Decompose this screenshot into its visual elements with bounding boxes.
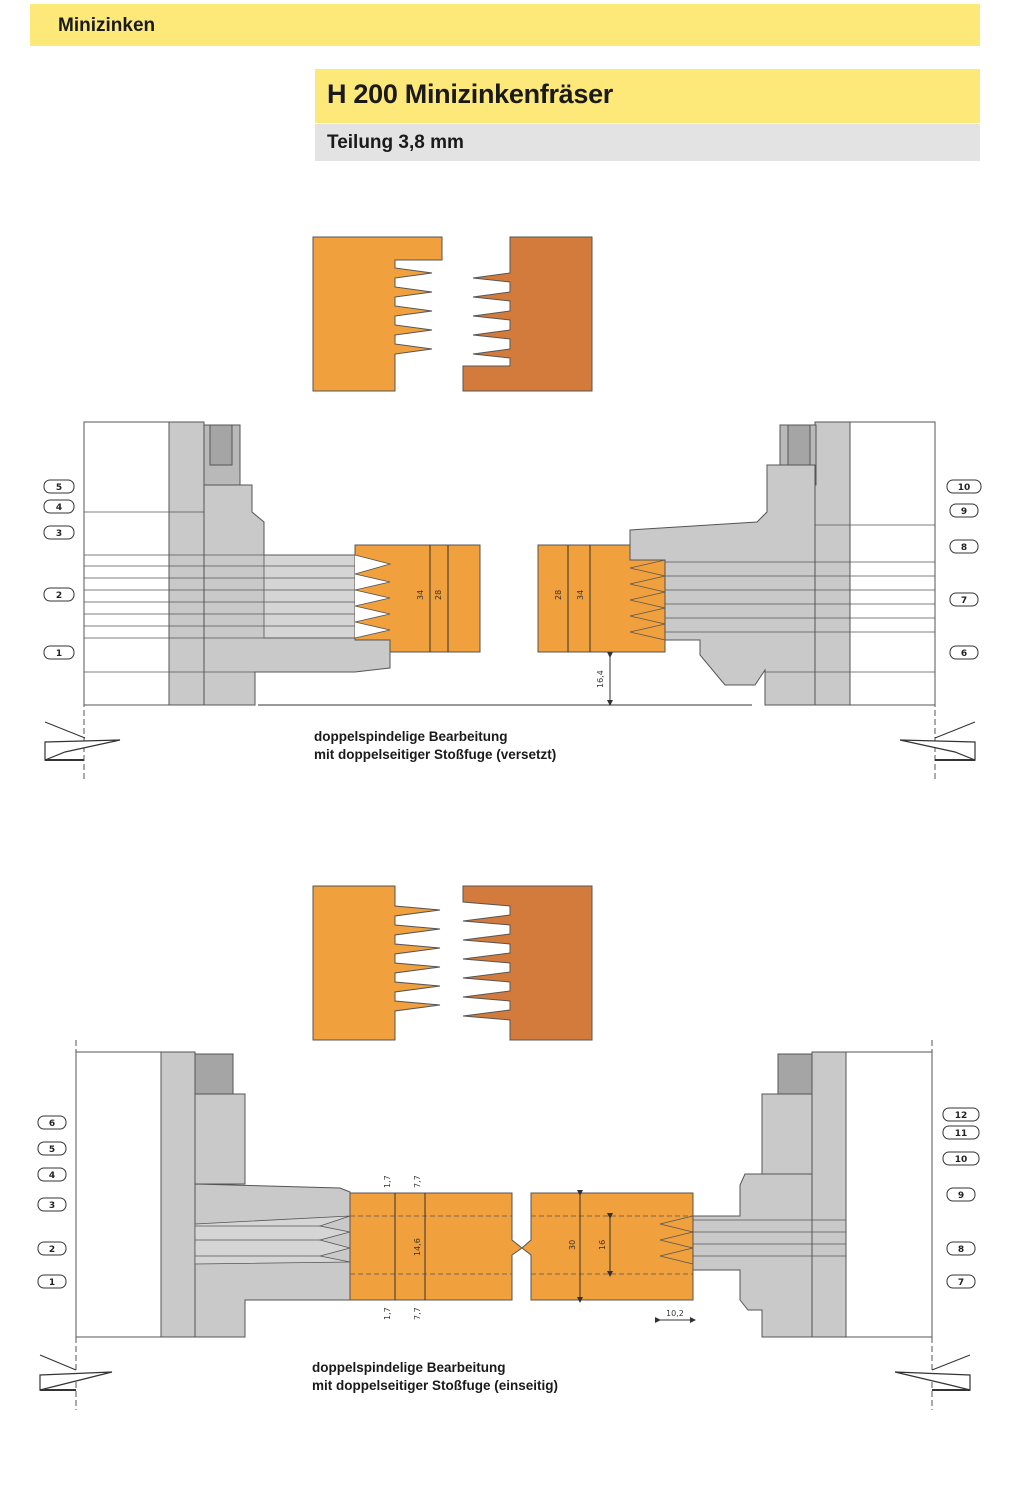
dim-gap: 16,4 (596, 670, 605, 688)
product-title-bar: H 200 Minizinkenfräser (315, 69, 980, 123)
svg-text:6: 6 (49, 1119, 55, 1129)
svg-text:7: 7 (961, 596, 967, 606)
product-title: H 200 Minizinkenfräser (327, 79, 614, 109)
dim-7-7-top: 7,7 (413, 1175, 422, 1188)
badge2-right-10: 10 (942, 1151, 980, 1166)
svg-text:6: 6 (961, 649, 967, 659)
badge2-left-6: 6 (37, 1115, 67, 1130)
svg-text:1: 1 (49, 1278, 55, 1288)
figure1-caption-line1: doppelspindelige Bearbeitung (314, 729, 508, 744)
figure2-tool-right (692, 1040, 971, 1410)
badge-left-4: 4 (43, 499, 75, 514)
dim-1-7-bottom: 1,7 (383, 1307, 392, 1320)
badge2-left-5: 5 (37, 1141, 67, 1156)
svg-text:12: 12 (955, 1111, 968, 1121)
badge2-left-1: 1 (37, 1274, 67, 1289)
dim-28-right: 28 (554, 590, 563, 600)
workpiece2-right-dark (462, 885, 593, 1041)
figure2-workpieces-section: 1,7 7,7 14,6 1,7 7,7 30 16 10,2 (349, 1175, 696, 1323)
svg-text:3: 3 (49, 1201, 55, 1211)
svg-text:9: 9 (961, 507, 967, 517)
svg-text:8: 8 (961, 543, 967, 553)
svg-text:1: 1 (56, 649, 62, 659)
badge2-right-9: 9 (946, 1187, 976, 1202)
figure1-caption-line2: mit doppelseitiger Stoßfuge (versetzt) (314, 747, 557, 762)
product-subtitle-bar: Teilung 3,8 mm (315, 124, 980, 161)
dim-1-7-top: 1,7 (383, 1175, 392, 1188)
badge-right-7: 7 (949, 592, 979, 607)
badge2-left-2: 2 (37, 1241, 67, 1256)
category-bar: Minizinken (30, 4, 980, 46)
badge2-right-8: 8 (946, 1241, 976, 1256)
badge-left-3: 3 (43, 525, 75, 540)
svg-text:4: 4 (49, 1171, 55, 1181)
figure2-caption: doppelspindelige Bearbeitung mit doppels… (312, 1359, 558, 1395)
badge-right-8: 8 (949, 539, 979, 554)
category-label: Minizinken (58, 15, 156, 36)
dim-34-left: 34 (416, 590, 425, 600)
svg-text:7: 7 (958, 1278, 964, 1288)
figure2-tool-left (39, 1040, 352, 1410)
figure2-caption-line1: doppelspindelige Bearbeitung (312, 1360, 506, 1375)
svg-text:2: 2 (49, 1245, 55, 1255)
figure1-tool-left (44, 421, 392, 780)
svg-text:5: 5 (49, 1145, 55, 1155)
figure1-caption: doppelspindelige Bearbeitung mit doppels… (314, 728, 556, 764)
badge2-right-11: 11 (942, 1125, 980, 1140)
dim-30: 30 (568, 1240, 577, 1250)
badge2-right-7: 7 (946, 1274, 976, 1289)
svg-text:5: 5 (56, 483, 62, 493)
badge-left-2: 2 (43, 587, 75, 602)
badge2-left-4: 4 (37, 1167, 67, 1182)
badge-right-10: 10 (946, 479, 982, 494)
svg-text:4: 4 (56, 503, 62, 513)
badge-left-1: 1 (43, 645, 75, 660)
svg-text:8: 8 (958, 1245, 964, 1255)
svg-text:3: 3 (56, 529, 62, 539)
badge-right-6: 6 (949, 645, 979, 660)
figure1-position-badges: 5 4 3 2 1 10 9 8 7 6 (43, 479, 982, 660)
badge2-right-12: 12 (942, 1107, 980, 1122)
svg-text:2: 2 (56, 591, 62, 601)
product-subtitle: Teilung 3,8 mm (327, 132, 464, 153)
dim-7-7-bottom: 7,7 (413, 1307, 422, 1320)
workpiece-right-dark (462, 236, 593, 392)
svg-text:10: 10 (955, 1155, 968, 1165)
dim-28-left: 28 (434, 590, 443, 600)
badge2-left-3: 3 (37, 1197, 67, 1212)
badge-right-9: 9 (949, 503, 979, 518)
figure1-joint-illustration (312, 236, 593, 392)
svg-text:11: 11 (955, 1129, 968, 1139)
figure1-tool-right (629, 421, 976, 780)
figure2-caption-line2: mit doppelseitiger Stoßfuge (einseitig) (312, 1378, 559, 1393)
badge-left-5: 5 (43, 479, 75, 494)
workpiece-left-light (312, 236, 443, 392)
dim-10-2: 10,2 (666, 1309, 684, 1318)
svg-text:9: 9 (958, 1191, 964, 1201)
svg-text:10: 10 (958, 483, 971, 493)
dim-16: 16 (598, 1240, 607, 1250)
figure2-joint-illustration (312, 885, 593, 1041)
figure1-workpieces-section: 34 28 28 34 16,4 (258, 544, 752, 706)
workpiece2-left-light (312, 885, 441, 1041)
dim-14-6: 14,6 (413, 1238, 422, 1256)
figure2-position-badges: 6 5 4 3 2 1 12 11 10 9 8 7 (37, 1107, 980, 1289)
dim-34-right: 34 (576, 590, 585, 600)
